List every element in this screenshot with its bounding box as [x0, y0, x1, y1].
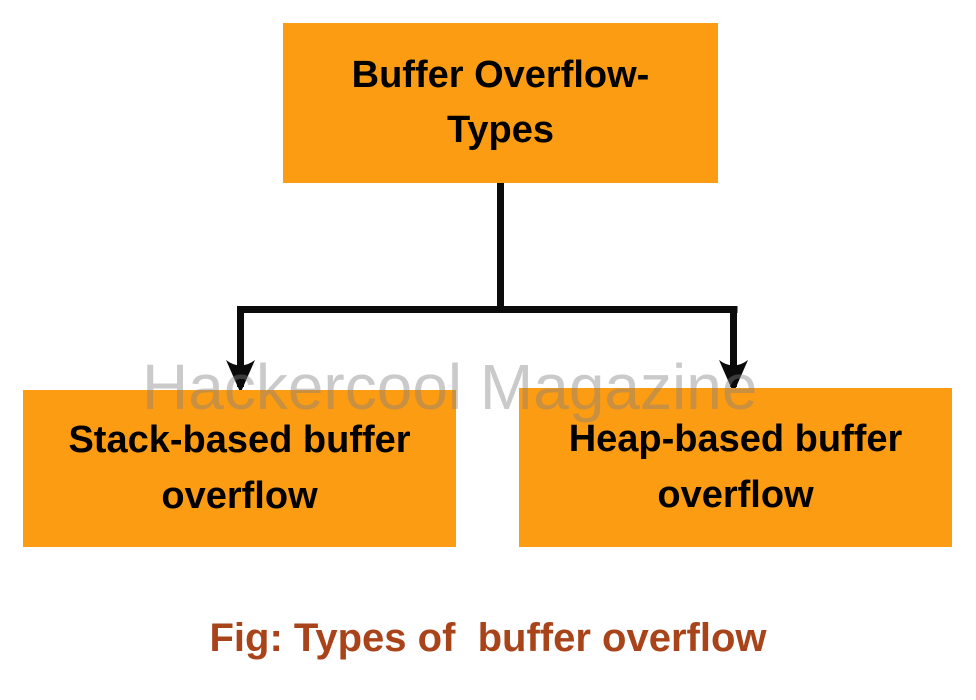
node-heap-based-overflow-label: Heap-based buffer overflow — [568, 418, 903, 516]
figure-caption: Fig: Types of buffer overflow — [209, 616, 767, 660]
node-heap-based-overflow: Heap-based buffer overflow — [519, 388, 952, 547]
watermark-text: Hackercool Magazine — [142, 351, 758, 423]
node-stack-based-overflow: Stack-based buffer overflow — [23, 390, 456, 547]
node-stack-based-overflow-label: Stack-based buffer overflow — [68, 419, 411, 517]
node-buffer-overflow-types-label: Buffer Overflow- Types — [351, 53, 650, 151]
node-buffer-overflow-types: Buffer Overflow- Types — [283, 23, 718, 183]
